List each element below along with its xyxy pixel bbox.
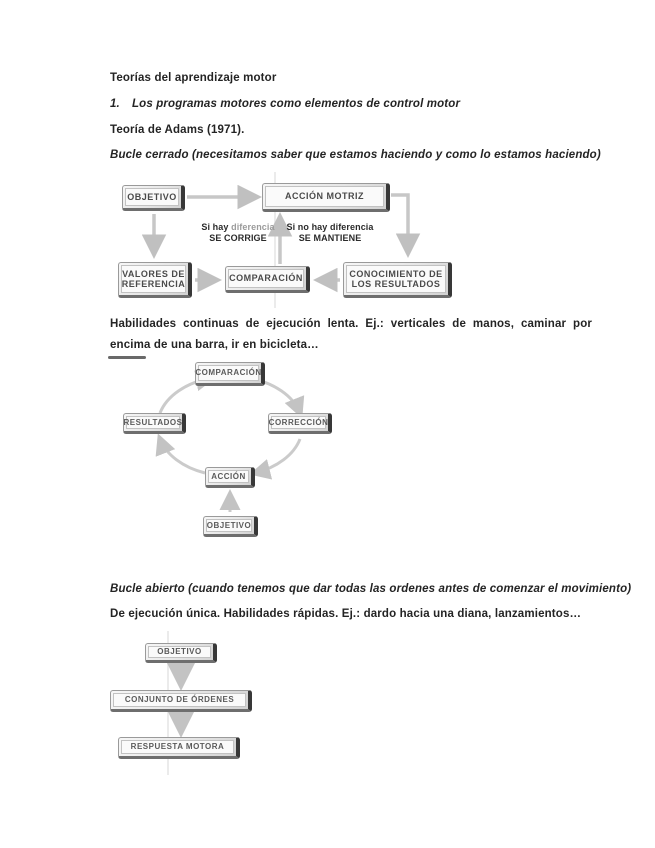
open-loop-arrows <box>167 663 195 738</box>
open-loop-diagram: OBJETIVO CONJUNTO DE ÓRDENES RESPUESTA M… <box>105 631 270 775</box>
box-valores-referencia-label: VALORES DE REFERENCIA <box>121 265 186 293</box>
box-comparacion-label: COMPARACIÓN <box>228 269 304 288</box>
box-accion-motriz: ACCIÓN MOTRIZ <box>262 183 390 212</box>
theory-line: Teoría de Adams (1971). <box>110 124 245 136</box>
box-cycle-resultados-label: RESULTADOS <box>124 416 182 429</box>
box-comparacion: COMPARACIÓN <box>225 266 310 293</box>
branch-mantiene-line1: Si no hay diferencia <box>286 222 374 232</box>
box-cycle-resultados: RESULTADOS <box>123 413 186 434</box>
closed-loop-heading: Bucle cerrado (necesitamos saber que est… <box>110 149 601 161</box>
box-cycle-correccion: CORRECCIÓN <box>268 413 332 434</box>
branch-corrige-line1-gray: diferencia <box>231 222 275 232</box>
page-title: Teorías del aprendizaje motor <box>110 72 277 84</box>
box-conocimiento-resultados-label: CONOCIMIENTO DE LOS RESULTADOS <box>346 265 446 293</box>
box-open-objetivo: OBJETIVO <box>145 643 217 663</box>
box-cycle-objetivo-label: OBJETIVO <box>206 519 252 532</box>
box-cycle-accion: ACCIÓN <box>205 467 255 488</box>
scan-smudge-line <box>108 356 146 359</box>
branch-mantiene-line2: SE MANTIENE <box>298 233 362 243</box>
branch-corrige-line1-dark: Si hay <box>201 222 229 232</box>
box-objetivo: OBJETIVO <box>122 185 185 211</box>
box-valores-referencia: VALORES DE REFERENCIA <box>118 262 192 298</box>
single-execution-line: De ejecución única. Habilidades rápidas.… <box>110 608 582 620</box>
closed-loop-diagram: OBJETIVO ACCIÓN MOTRIZ VALORES DE REFERE… <box>110 172 460 308</box>
list-item-text: Los programas motores como elementos de … <box>132 98 461 110</box>
box-accion-motriz-label: ACCIÓN MOTRIZ <box>265 186 384 207</box>
box-conjunto-ordenes: CONJUNTO DE ÓRDENES <box>110 690 252 712</box>
numbered-list-item: 1. Los programas motores como elementos d… <box>110 98 460 110</box>
scan-fold-line <box>274 172 276 308</box>
box-cycle-accion-label: ACCIÓN <box>208 470 249 483</box>
box-respuesta-motora-label: RESPUESTA MOTORA <box>121 740 234 754</box>
continuous-skills-paragraph: Habilidades continuas de ejecución lenta… <box>110 318 592 351</box>
open-loop-heading: Bucle abierto (cuando tenemos que dar to… <box>110 583 632 595</box>
box-cycle-correccion-label: CORRECCIÓN <box>269 416 328 429</box>
branch-corrige-caption: Si hay diferencia SE CORRIGE <box>198 222 278 244</box>
branch-mantiene-caption: Si no hay diferencia SE MANTIENE <box>285 222 375 244</box>
box-cycle-comparacion-label: COMPARACIÓN <box>195 365 261 381</box>
box-respuesta-motora: RESPUESTA MOTORA <box>118 737 240 759</box>
box-conocimiento-resultados: CONOCIMIENTO DE LOS RESULTADOS <box>343 262 452 298</box>
closed-loop-arrows <box>141 184 421 293</box>
branch-corrige-line2: SE CORRIGE <box>209 233 267 243</box>
box-objetivo-label: OBJETIVO <box>125 188 179 206</box>
cycle-diagram: COMPARACIÓN RESULTADOS CORRECCIÓN ACCIÓN… <box>100 350 350 545</box>
box-open-objetivo-label: OBJETIVO <box>148 646 211 658</box>
list-item-number: 1. <box>110 98 120 110</box>
box-conjunto-ordenes-label: CONJUNTO DE ÓRDENES <box>113 693 246 707</box>
box-cycle-objetivo: OBJETIVO <box>203 516 258 537</box>
box-cycle-comparacion: COMPARACIÓN <box>195 362 265 386</box>
